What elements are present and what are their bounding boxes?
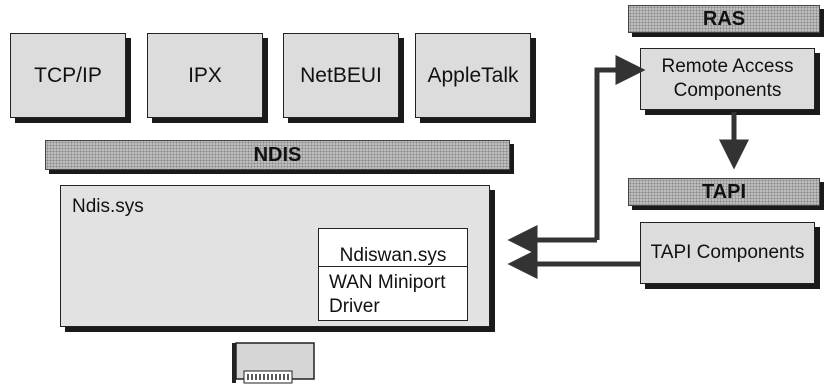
ndis-sys-label: Ndis.sys [72,196,144,217]
tapi-band: TAPI [628,178,820,206]
tapi-components-label: TAPI Components [650,242,805,263]
remote-access-components-label: Remote Access Components [661,56,794,101]
wan-miniport-driver-label: WAN Miniport Driver [329,272,446,317]
ndiswan-sys-label: Ndiswan.sys [339,244,447,266]
protocol-appletalk-label: AppleTalk [427,63,519,87]
protocol-ipx: IPX [147,33,263,118]
protocol-tcpip: TCP/IP [10,33,126,118]
protocol-tcpip-label: TCP/IP [34,63,102,87]
tapi-components-box: TAPI Components [640,222,815,284]
remote-access-components-box: Remote Access Components [640,48,815,110]
ndis-band: NDIS [45,140,510,170]
protocol-ipx-label: IPX [188,63,222,87]
network-card-icon [232,342,315,384]
protocol-appletalk: AppleTalk [415,33,531,118]
ras-band-label: RAS [702,7,746,30]
ndis-band-label: NDIS [253,143,302,166]
ras-ndiswan-arrow [594,67,630,240]
protocol-netbeui-label: NetBEUI [300,63,382,87]
ras-band: RAS [628,5,820,33]
tapi-band-label: TAPI [701,180,747,203]
wan-miniport-driver-box: WAN Miniport Driver [318,266,468,321]
protocol-netbeui: NetBEUI [283,33,399,118]
